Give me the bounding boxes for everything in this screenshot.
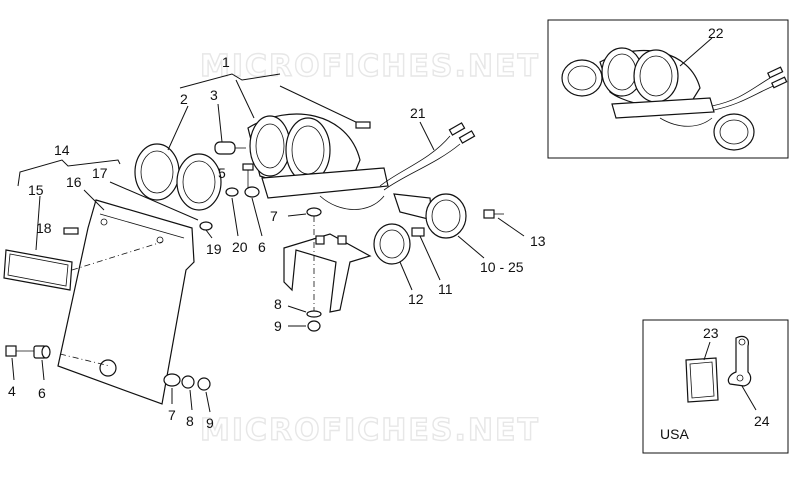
grommet-7-mid xyxy=(306,207,322,217)
lens-holder-11 xyxy=(411,227,425,237)
callout-15: 15 xyxy=(28,182,44,198)
callout-19: 19 xyxy=(206,241,222,257)
callout-6b: 6 xyxy=(38,385,46,401)
mount-bracket xyxy=(283,233,372,313)
callout-4: 4 xyxy=(8,383,16,399)
callout-22: 22 xyxy=(708,25,724,41)
hardware-7-8-9: 7 8 9 xyxy=(163,373,214,431)
wiring-part-21: 21 xyxy=(379,105,476,191)
callout-18: 18 xyxy=(36,220,52,236)
group-bracket-1 xyxy=(179,73,281,89)
callout-10-25: 10 - 25 xyxy=(480,259,524,275)
inset-box-usa: 23 24 USA xyxy=(642,319,789,454)
usa-bracket xyxy=(727,335,752,387)
screw-part-5: 5 xyxy=(218,163,254,190)
callout-16: 16 xyxy=(66,174,82,190)
screw-top xyxy=(355,121,371,129)
nut-9-mid xyxy=(307,320,321,332)
callout-13: 13 xyxy=(530,233,546,249)
callout-23: 23 xyxy=(703,325,719,341)
lamp-part-2: 2 xyxy=(134,91,222,211)
callout-24: 24 xyxy=(754,413,770,429)
screw-18 xyxy=(63,227,79,235)
callout-17: 17 xyxy=(92,165,108,181)
inset-turn-signal-right xyxy=(713,113,755,151)
screw-part-13: 13 xyxy=(483,209,546,249)
reflector-15: 15 xyxy=(3,182,73,291)
washer-6 xyxy=(244,186,260,198)
callout-9b: 9 xyxy=(206,415,214,431)
bulb-part-3: 3 xyxy=(210,87,246,155)
callout-9a: 9 xyxy=(274,318,282,334)
callout-20: 20 xyxy=(232,239,248,255)
inset-bracket xyxy=(611,97,715,119)
callout-2: 2 xyxy=(180,91,188,107)
inset-box-assembly: 22 xyxy=(547,19,789,159)
callout-1: 1 xyxy=(222,54,230,70)
callout-11: 11 xyxy=(438,281,453,297)
watermark-bottom: MICROFICHES.NET xyxy=(200,413,540,448)
nut-19 xyxy=(199,221,213,231)
callout-12: 12 xyxy=(408,291,424,307)
washer-20 xyxy=(225,187,239,197)
inset-frame xyxy=(547,19,789,159)
callout-8b: 8 xyxy=(186,413,194,429)
usa-label: USA xyxy=(660,426,689,442)
lens-12 xyxy=(373,223,411,265)
spacer-6: 6 xyxy=(33,345,51,401)
callout-6a: 6 xyxy=(258,239,266,255)
callout-7a: 7 xyxy=(270,208,278,224)
lamp-housing xyxy=(247,113,389,210)
plate-holder xyxy=(57,199,195,405)
usa-frame xyxy=(642,319,789,454)
callout-3: 3 xyxy=(210,87,218,103)
group-bracket-14 xyxy=(17,159,121,187)
inset-lamp-right xyxy=(633,49,679,103)
washer-8-mid xyxy=(306,310,322,318)
turn-signal-10-25: 10 - 25 xyxy=(393,193,524,275)
callout-5: 5 xyxy=(218,165,226,181)
usa-reflector xyxy=(685,357,719,403)
callout-14: 14 xyxy=(54,142,70,158)
callout-7b: 7 xyxy=(168,407,176,423)
callout-8a: 8 xyxy=(274,296,282,312)
callout-21: 21 xyxy=(410,105,426,121)
bolt-4: 4 xyxy=(5,345,36,399)
watermark-top: MICROFICHES.NET xyxy=(200,49,540,84)
